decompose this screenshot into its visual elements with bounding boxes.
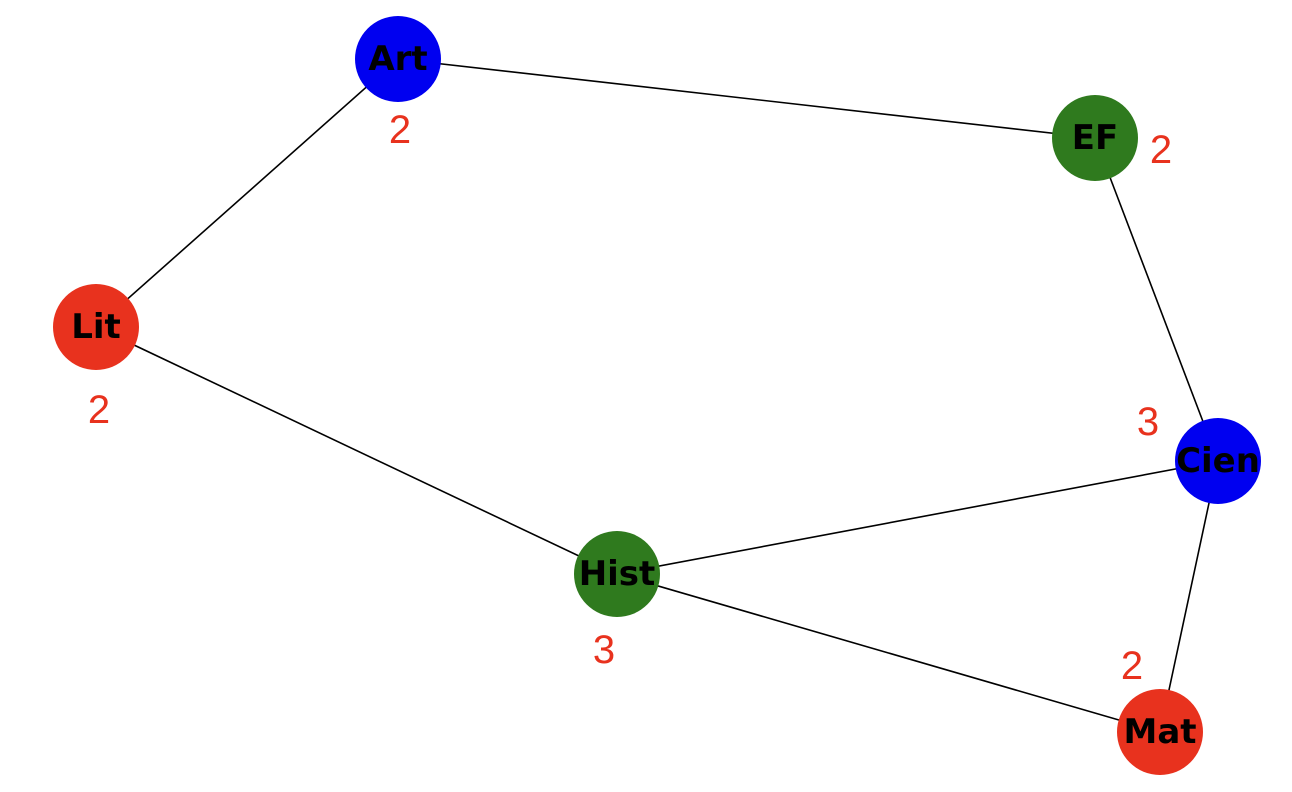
node-label-art: Art [368, 39, 427, 79]
node-circle-lit [53, 284, 139, 370]
node-label-mat: Mat [1123, 712, 1196, 752]
degree-label-hist: 3 [593, 628, 615, 672]
node-circle-cien [1175, 418, 1261, 504]
edges-layer [95, 58, 1219, 733]
edge-art-lit [95, 58, 399, 328]
degree-label-mat: 2 [1121, 644, 1143, 688]
edge-cien-mat [1159, 460, 1219, 733]
node-ef: EF [1052, 95, 1138, 181]
degree-label-cien: 3 [1137, 400, 1159, 444]
node-cien: Cien [1175, 418, 1261, 504]
node-lit: Lit [53, 284, 139, 370]
node-label-hist: Hist [579, 554, 656, 594]
node-circle-mat [1117, 689, 1203, 775]
edge-lit-hist [95, 326, 618, 575]
edge-hist-mat [616, 573, 1161, 733]
node-label-cien: Cien [1176, 441, 1260, 481]
node-circle-art [355, 16, 441, 102]
degree-label-lit: 2 [88, 388, 110, 432]
degree-label-ef: 2 [1150, 128, 1172, 172]
node-label-lit: Lit [71, 307, 121, 347]
degree-label-art: 2 [389, 108, 411, 152]
node-circle-hist [574, 531, 660, 617]
edge-art-ef [397, 58, 1096, 139]
node-mat: Mat [1117, 689, 1203, 775]
node-art: Art [355, 16, 441, 102]
degree-labels-layer: 2 2 2 3 3 2 [88, 108, 1172, 688]
node-label-ef: EF [1072, 118, 1118, 158]
node-circle-ef [1052, 95, 1138, 181]
edge-hist-cien [616, 460, 1219, 575]
edge-ef-cien [1094, 137, 1219, 462]
node-hist: Hist [574, 531, 660, 617]
